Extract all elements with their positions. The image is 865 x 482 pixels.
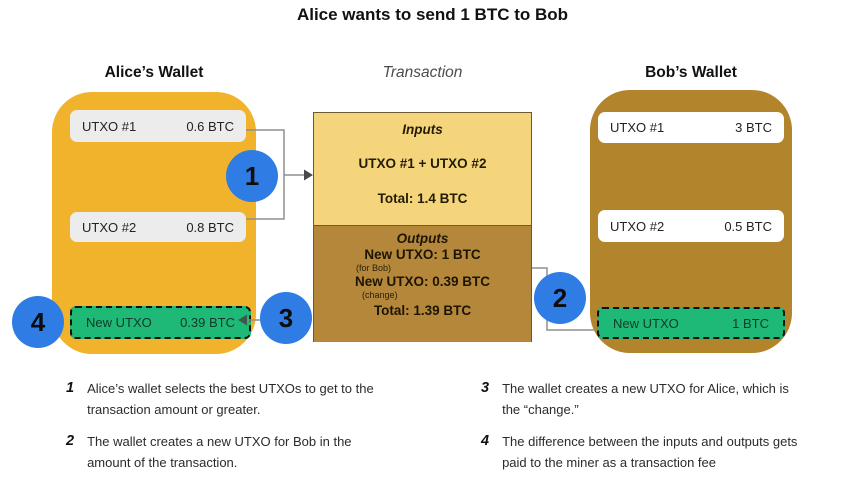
alice-utxo-2: UTXO #2 0.8 BTC [70,212,246,242]
footnote-3: 3 The wallet creates a new UTXO for Alic… [481,378,800,421]
footnote-number: 4 [481,433,490,449]
footnote-text: The wallet creates a new UTXO for Alice,… [502,381,789,418]
utxo-amount: 0.6 BTC [186,118,234,134]
inputs-line: UTXO #1 + UTXO #2 [358,156,487,171]
alice-new-utxo: New UTXO 0.39 BTC [70,306,251,339]
footnote-number: 2 [66,433,75,449]
utxo-label: UTXO #1 [610,120,665,135]
footnote-2: 2 The wallet creates a new UTXO for Bob … [66,431,385,474]
outputs-line-bob: New UTXO: 1 BTC [364,247,481,262]
transaction-inputs-section: Inputs UTXO #1 + UTXO #2 Total: 1.4 BTC [314,113,531,225]
utxo-label: UTXO #2 [82,219,137,235]
transaction-header: Transaction [382,64,463,81]
step-marker-2: 2 [534,272,586,324]
bob-wallet-header: Bob’s Wallet [645,64,737,81]
new-utxo-amount: 1 BTC [732,315,769,331]
outputs-total: Total: 1.39 BTC [373,303,472,318]
outputs-note-for-bob: (for Bob) [356,263,392,273]
step-marker-3: 3 [260,292,312,344]
utxo-amount: 0.8 BTC [186,219,234,235]
alice-wallet: UTXO #1 0.6 BTC UTXO #2 0.8 BTC New UTXO… [52,92,256,354]
new-utxo-label: New UTXO [613,315,679,331]
diagram-title: Alice wants to send 1 BTC to Bob [296,5,569,24]
utxo-label: UTXO #2 [610,218,665,234]
transaction-outputs-section: Outputs New UTXO: 1 BTC (for Bob) New UT… [314,225,531,342]
step-marker-1: 1 [226,150,278,202]
alice-wallet-header: Alice’s Wallet [104,64,204,81]
step-marker-4: 4 [12,296,64,348]
new-utxo-label: New UTXO [86,315,152,330]
utxo-amount: 3 BTC [735,120,772,135]
footnote-text: The difference between the inputs and ou… [502,434,798,471]
inputs-arrowhead-icon [304,169,313,181]
new-utxo-amount: 0.39 BTC [180,315,235,330]
bob-wallet: UTXO #1 3 BTC UTXO #2 0.5 BTC New UTXO 1… [590,90,792,353]
footnote-text: Alice’s wallet selects the best UTXOs to… [87,381,374,418]
footnote-1: 1 Alice’s wallet selects the best UTXOs … [66,378,385,421]
inputs-title: Inputs [402,122,443,137]
bob-utxo-1: UTXO #1 3 BTC [598,112,784,143]
alice-utxo-1: UTXO #1 0.6 BTC [70,110,246,142]
transaction-box: Inputs UTXO #1 + UTXO #2 Total: 1.4 BTC … [313,112,532,342]
footnote-number: 1 [66,380,75,396]
outputs-line-change: New UTXO: 0.39 BTC [354,274,491,289]
footnote-4: 4 The difference between the inputs and … [481,431,800,474]
outputs-note-change: (change) [362,290,398,300]
bob-new-utxo: New UTXO 1 BTC [597,307,785,339]
inputs-total: Total: 1.4 BTC [377,191,468,206]
utxo-label: UTXO #1 [82,118,137,134]
footnote-text: The wallet creates a new UTXO for Bob in… [87,434,352,471]
outputs-title: Outputs [396,231,449,246]
utxo-amount: 0.5 BTC [724,218,772,234]
bob-utxo-2: UTXO #2 0.5 BTC [598,210,784,242]
footnote-number: 3 [481,380,490,396]
